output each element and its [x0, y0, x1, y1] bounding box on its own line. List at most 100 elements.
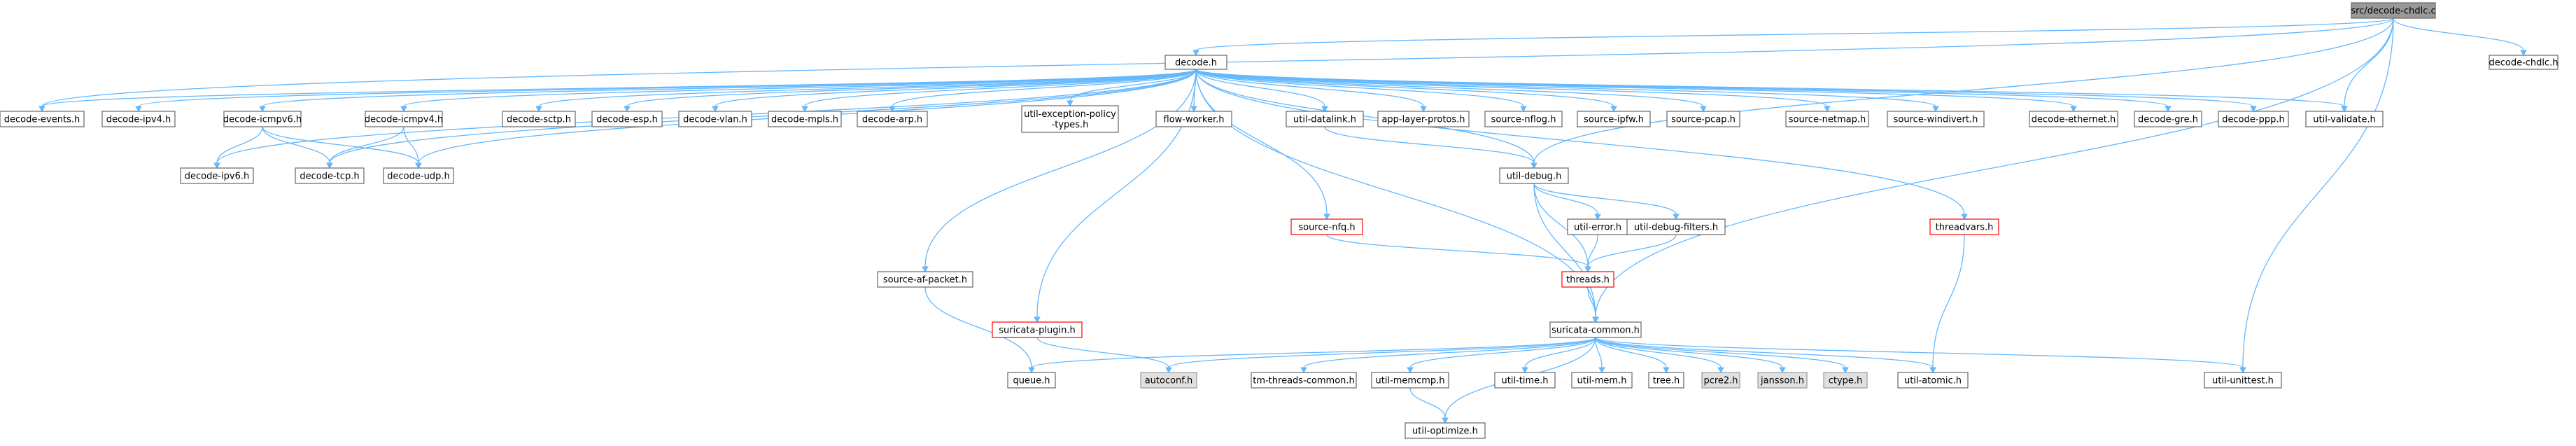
node-decode-arp-h[interactable]: decode-arp.h — [857, 111, 928, 127]
node-label: util-debug.h — [1507, 172, 1562, 182]
edge-threadvars-h-to-util-atomic-h — [1929, 234, 1965, 374]
edge-decode-h-to-decode-esp-h — [624, 69, 1197, 113]
node-decode-events-h[interactable]: decode-events.h — [0, 111, 85, 127]
node-util-exception-h[interactable]: util-exception-policy-types.h — [1021, 105, 1119, 133]
node-label: util-memcmp.h — [1375, 376, 1444, 386]
edge-decode-h-to-source-netmap-h — [1195, 69, 1831, 113]
node-label: source-nfq.h — [1298, 223, 1355, 233]
node-label-line2: -types.h — [1052, 120, 1089, 130]
node-source-netmap-h[interactable]: source-netmap.h — [1785, 111, 1869, 127]
node-decode-udp-h[interactable]: decode-udp.h — [383, 167, 454, 184]
edge-decode-h-to-source-pcap-h — [1195, 69, 1707, 113]
node-util-debug-filters-h[interactable]: util-debug-filters.h — [1626, 218, 1726, 235]
edge-decode-h-to-source-nfq-h — [1195, 69, 1330, 221]
edge-decode-h-to-util-datalink-h — [1195, 69, 1328, 113]
edge-util-error-h-to-threads-h — [1584, 234, 1598, 273]
node-decode-sctp-h[interactable]: decode-sctp.h — [502, 111, 576, 127]
edge-decode-h-to-decode-mpls-h — [801, 69, 1197, 113]
node-decode-tcp-h[interactable]: decode-tcp.h — [295, 167, 365, 184]
edge-decode-h-to-app-layer-protos-h — [1195, 69, 1427, 113]
node-label: source-af-packet.h — [883, 275, 967, 286]
node-label: decode-vlan.h — [683, 115, 747, 125]
node-decode-esp-h[interactable]: decode-esp.h — [591, 111, 663, 127]
node-pcre2-h[interactable]: pcre2.h — [1701, 372, 1740, 389]
node-util-optimize-h[interactable]: util-optimize.h — [1405, 422, 1486, 439]
node-label: source-pcap.h — [1671, 115, 1736, 125]
node-decode-h[interactable]: decode.h — [1164, 55, 1227, 70]
node-suricata-common-h[interactable]: suricata-common.h — [1549, 321, 1642, 338]
edge-suricata-common-h-to-jansson-h — [1595, 337, 1786, 374]
node-label: threads.h — [1566, 275, 1610, 286]
edge-decode-h-to-decode-ethernet-h — [1195, 69, 2077, 113]
node-tm-threads-common-h[interactable]: tm-threads-common.h — [1251, 372, 1357, 389]
node-label: decode-mpls.h — [771, 115, 838, 125]
node-util-unittest-h[interactable]: util-unittest.h — [2204, 372, 2282, 389]
edge-threads-h-to-suricata-common-h — [1587, 286, 1599, 323]
node-source-ipfw-h[interactable]: source-ipfw.h — [1577, 111, 1651, 127]
node-source-af-packet-h[interactable]: source-af-packet.h — [877, 271, 973, 288]
node-util-mem-h[interactable]: util-mem.h — [1571, 372, 1633, 389]
edge-root-to-decode-h — [1192, 18, 2394, 57]
node-label: suricata-plugin.h — [999, 326, 1075, 336]
node-label: util-exception-policy — [1024, 109, 1116, 120]
node-util-datalink-h[interactable]: util-datalink.h — [1286, 111, 1364, 127]
node-util-error-h[interactable]: util-error.h — [1567, 218, 1628, 235]
node-util-validate-h[interactable]: util-validate.h — [2305, 111, 2384, 127]
node-source-windivert-h[interactable]: source-windivert.h — [1887, 111, 1985, 127]
edge-util-debug-h-to-suricata-common-h — [1533, 183, 1599, 323]
node-label: util-mem.h — [1577, 376, 1627, 386]
node-decode-icmpv4-h[interactable]: decode-icmpv4.h — [365, 111, 443, 127]
node-label: flow-worker.h — [1164, 115, 1225, 125]
node-util-debug-h[interactable]: util-debug.h — [1499, 167, 1569, 184]
node-label: decode-ppp.h — [2222, 115, 2284, 125]
node-suricata-plugin-h[interactable]: suricata-plugin.h — [992, 321, 1083, 338]
node-threadvars-h[interactable]: threadvars.h — [1929, 218, 1999, 235]
edge-decode-h-to-decode-icmpv6-h — [259, 69, 1197, 113]
node-root[interactable]: src/decode-chdlc.c — [2351, 2, 2436, 19]
node-tree-h[interactable]: tree.h — [1648, 372, 1684, 389]
node-decode-chdlc-h[interactable]: decode-chdlc.h — [2489, 55, 2559, 70]
edge-decode-h-to-suricata-common-h — [1195, 69, 1599, 323]
node-label: util-datalink.h — [1293, 115, 1356, 125]
node-jansson-h[interactable]: jansson.h — [1757, 372, 1808, 389]
edge-decode-icmpv4-h-to-decode-udp-h — [403, 126, 422, 169]
node-label: decode-arp.h — [862, 115, 922, 125]
node-label: pcre2.h — [1703, 376, 1738, 386]
edge-root-to-decode-chdlc-h — [2393, 18, 2527, 57]
node-source-pcap-h[interactable]: source-pcap.h — [1666, 111, 1740, 127]
node-ctype-h[interactable]: ctype.h — [1823, 372, 1868, 389]
node-label: decode-tcp.h — [300, 172, 359, 182]
node-label: source-ipfw.h — [1584, 115, 1644, 125]
node-autoconf-h[interactable]: autoconf.h — [1140, 372, 1197, 389]
node-flow-worker-h[interactable]: flow-worker.h — [1155, 111, 1232, 127]
node-decode-mpls-h[interactable]: decode-mpls.h — [768, 111, 842, 127]
node-label: source-netmap.h — [1789, 115, 1866, 125]
node-label: util-debug-filters.h — [1634, 223, 1718, 233]
node-util-time-h[interactable]: util-time.h — [1494, 372, 1556, 389]
node-util-atomic-h[interactable]: util-atomic.h — [1897, 372, 1969, 389]
node-threads-h[interactable]: threads.h — [1561, 271, 1614, 288]
node-source-nfq-h[interactable]: source-nfq.h — [1290, 218, 1363, 235]
node-decode-ppp-h[interactable]: decode-ppp.h — [2218, 111, 2289, 127]
node-decode-ethernet-h[interactable]: decode-ethernet.h — [2029, 111, 2118, 127]
node-decode-icmpv6-h[interactable]: decode-icmpv6.h — [223, 111, 302, 127]
edge-decode-h-to-util-validate-h — [1195, 69, 2348, 113]
node-decode-ipv6-h[interactable]: decode-ipv6.h — [180, 167, 254, 184]
edge-root-to-util-debug-h — [1530, 18, 2394, 169]
node-source-nflog-h[interactable]: source-nflog.h — [1484, 111, 1563, 127]
node-util-memcmp-h[interactable]: util-memcmp.h — [1371, 372, 1449, 389]
edge-suricata-plugin-h-to-autoconf-h — [1036, 337, 1172, 374]
node-app-layer-protos-h[interactable]: app-layer-protos.h — [1377, 111, 1470, 127]
node-decode-vlan-h[interactable]: decode-vlan.h — [678, 111, 752, 127]
node-label: decode-ethernet.h — [2032, 115, 2116, 125]
edge-root-to-util-validate-h — [2341, 18, 2394, 113]
edge-suricata-common-h-to-util-atomic-h — [1595, 337, 1936, 374]
node-label: decode-chdlc.h — [2489, 58, 2558, 69]
node-decode-gre-h[interactable]: decode-gre.h — [2134, 111, 2202, 127]
node-decode-ipv4-h[interactable]: decode-ipv4.h — [101, 111, 176, 127]
edge-decode-h-to-decode-vlan-h — [712, 69, 1197, 113]
edge-suricata-common-h-to-util-time-h — [1521, 337, 1596, 374]
edge-suricata-common-h-to-pcre2-h — [1595, 337, 1724, 374]
node-queue-h[interactable]: queue.h — [1007, 372, 1056, 389]
